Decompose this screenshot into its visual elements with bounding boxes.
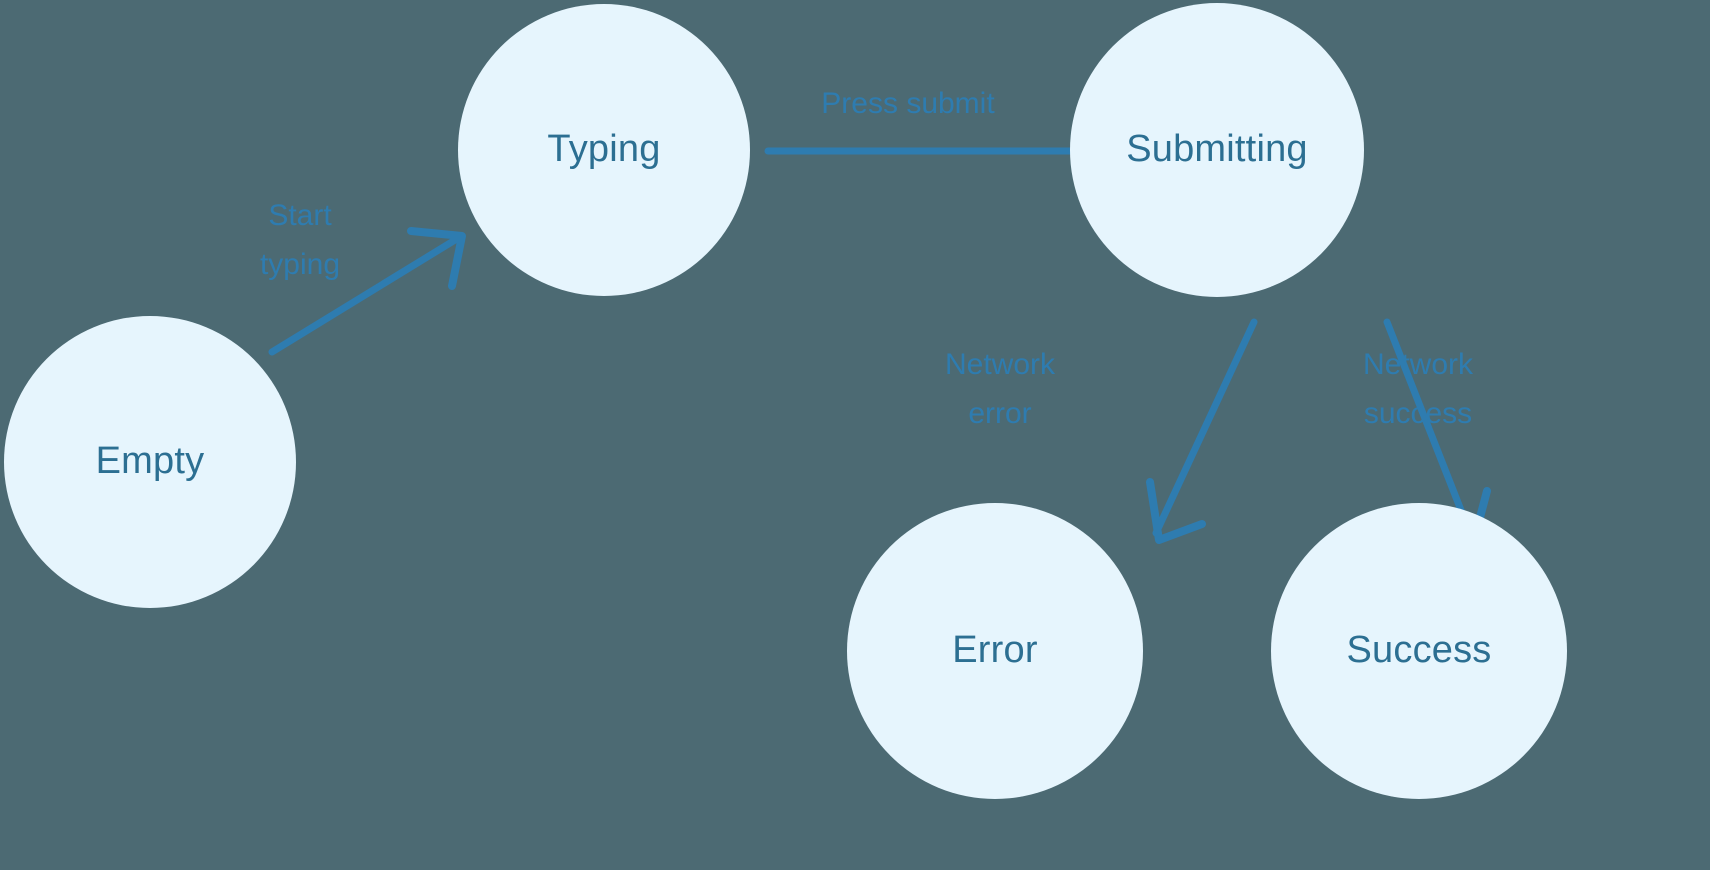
edge-label-start-typing: Start typing (259, 199, 341, 281)
arrowhead-submitting-to-error (1146, 478, 1206, 544)
state-node-typing[interactable]: Typing (458, 4, 750, 296)
state-node-label: Empty (95, 440, 205, 483)
edge-label-press-submit: Press submit (821, 87, 995, 120)
edge-empty-to-typing (268, 227, 466, 356)
edge-line-empty-to-typing (268, 236, 459, 356)
state-node-label: Submitting (1126, 128, 1308, 171)
edge-line-submitting-to-success (1383, 318, 1474, 537)
state-node-label: Typing (547, 128, 661, 171)
state-node-success[interactable]: Success (1271, 503, 1567, 799)
edge-label-network-error: Network error (944, 348, 1056, 430)
state-node-empty[interactable]: Empty (4, 316, 296, 608)
arrowhead-empty-to-typing (407, 227, 466, 290)
state-node-label: Error (952, 629, 1038, 672)
state-node-submitting[interactable]: Submitting (1070, 3, 1364, 297)
state-node-error[interactable]: Error (847, 503, 1143, 799)
state-node-label: Success (1346, 629, 1492, 672)
edge-line-submitting-to-error (1152, 318, 1258, 537)
edge-submitting-to-error (1146, 318, 1258, 544)
edge-label-network-success: Network success (1362, 348, 1474, 430)
